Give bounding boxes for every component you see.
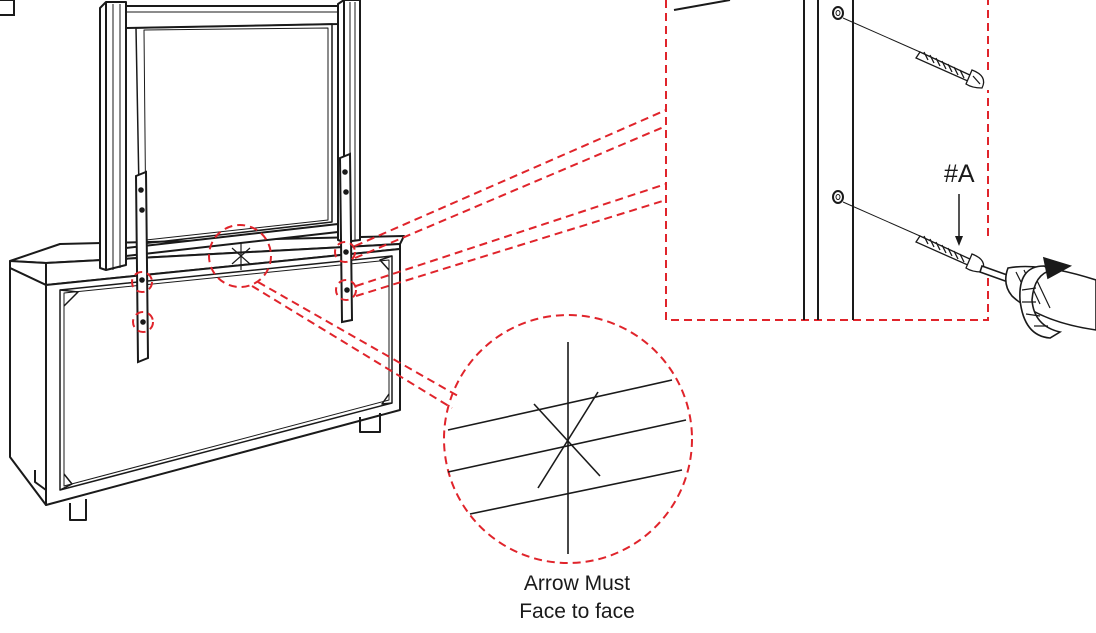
alignment-zoom-detail	[447, 342, 687, 554]
detail-panel	[673, 0, 921, 320]
mirror-frame	[99, 0, 361, 271]
direction-arrow-icon	[955, 194, 963, 246]
caption-line-1: Arrow Must	[523, 572, 631, 595]
caption-line-2: Face to face	[519, 600, 635, 623]
caption: Arrow Must Face to face	[492, 570, 662, 626]
alignment-mark-small	[231, 242, 251, 270]
mounting-brackets	[134, 152, 354, 364]
rotation-arrow-icon	[1019, 256, 1073, 339]
step-box-corner	[0, 0, 15, 16]
callout-lines	[131, 0, 989, 564]
wood-screw-icon	[915, 51, 985, 89]
part-label: #A	[944, 160, 975, 188]
wood-screw-icon	[915, 235, 985, 273]
